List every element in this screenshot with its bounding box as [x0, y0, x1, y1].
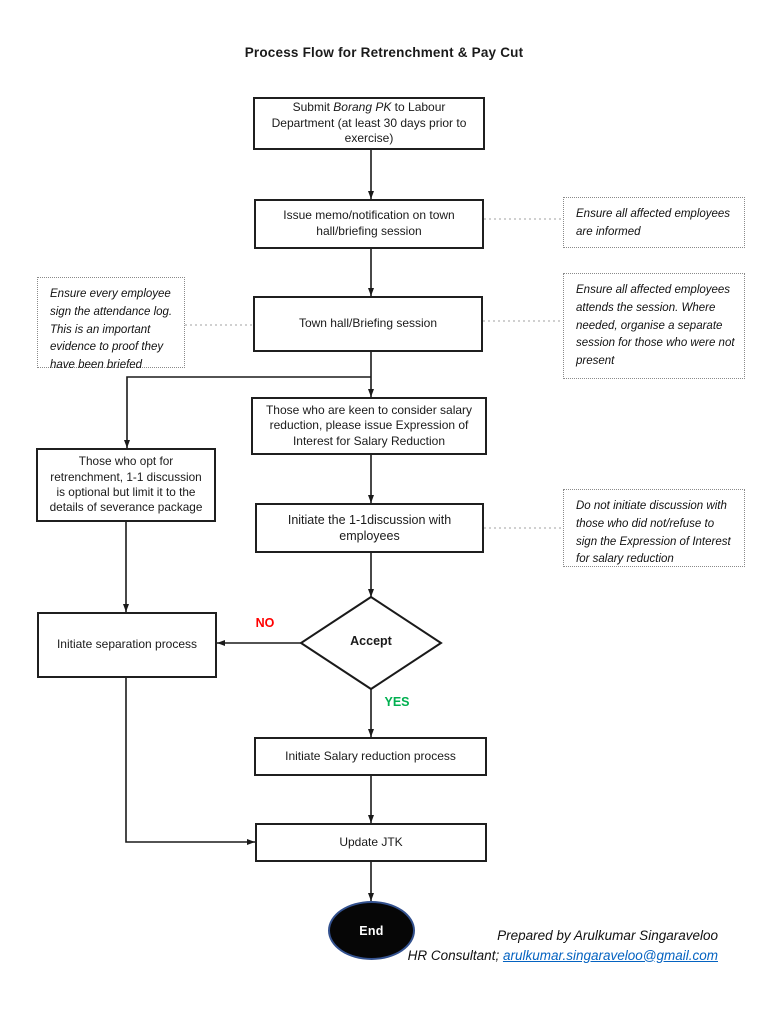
- footer-contact-line: HR Consultant; arulkumar.singaraveloo@gm…: [408, 946, 718, 966]
- flow-box-salary-reduction: Initiate Salary reduction process: [254, 737, 487, 776]
- flow-box-submit-borang: Submit Borang PK to Labour Department (a…: [253, 97, 485, 150]
- note-employees-informed: Ensure all affected employees are inform…: [563, 197, 745, 248]
- footer-prepared-by: Prepared by Arulkumar Singaraveloo: [497, 928, 718, 943]
- flow-terminator-end: End: [328, 901, 415, 960]
- note-do-not-initiate: Do not initiate discussion with those wh…: [563, 489, 745, 567]
- flow-box-issue-memo: Issue memo/notification on town hall/bri…: [254, 199, 484, 249]
- branch-label-no: NO: [255, 616, 275, 630]
- decision-accept-label: Accept: [350, 634, 392, 648]
- page-title: Process Flow for Retrenchment & Pay Cut: [244, 45, 524, 60]
- flow-box-town-hall: Town hall/Briefing session: [253, 296, 483, 352]
- email-link[interactable]: arulkumar.singaraveloo@gmail.com: [502, 947, 718, 963]
- end-label: End: [359, 923, 384, 938]
- flow-box-separation-process: Initiate separation process: [37, 612, 217, 678]
- flow-box-submit-text: Submit Borang PK to Labour Department (a…: [271, 100, 467, 146]
- note-session-attendance: Ensure all affected employees attends th…: [563, 273, 745, 379]
- arrow-separation-to-jtk: [125, 678, 255, 845]
- note-attendance-log: Ensure every employee sign the attendanc…: [37, 277, 185, 371]
- branch-label-yes: YES: [384, 695, 410, 709]
- flow-box-opt-retrenchment: Those who opt for retrenchment, 1-1 disc…: [36, 448, 216, 522]
- flow-box-update-jtk: Update JTK: [255, 823, 487, 862]
- decision-diamond: [299, 595, 443, 691]
- flow-box-expression-of-interest: Those who are keen to consider salary re…: [251, 397, 487, 455]
- flow-box-initiate-discussion: Initiate the 1-1discussion with employee…: [255, 503, 484, 553]
- footer-credit: Prepared by Arulkumar Singaraveloo HR Co…: [408, 926, 718, 965]
- arrow-branch-to-opt: [124, 376, 371, 448]
- borang-pk-italic: Borang PK: [333, 100, 392, 115]
- footer-role: HR Consultant;: [407, 947, 503, 963]
